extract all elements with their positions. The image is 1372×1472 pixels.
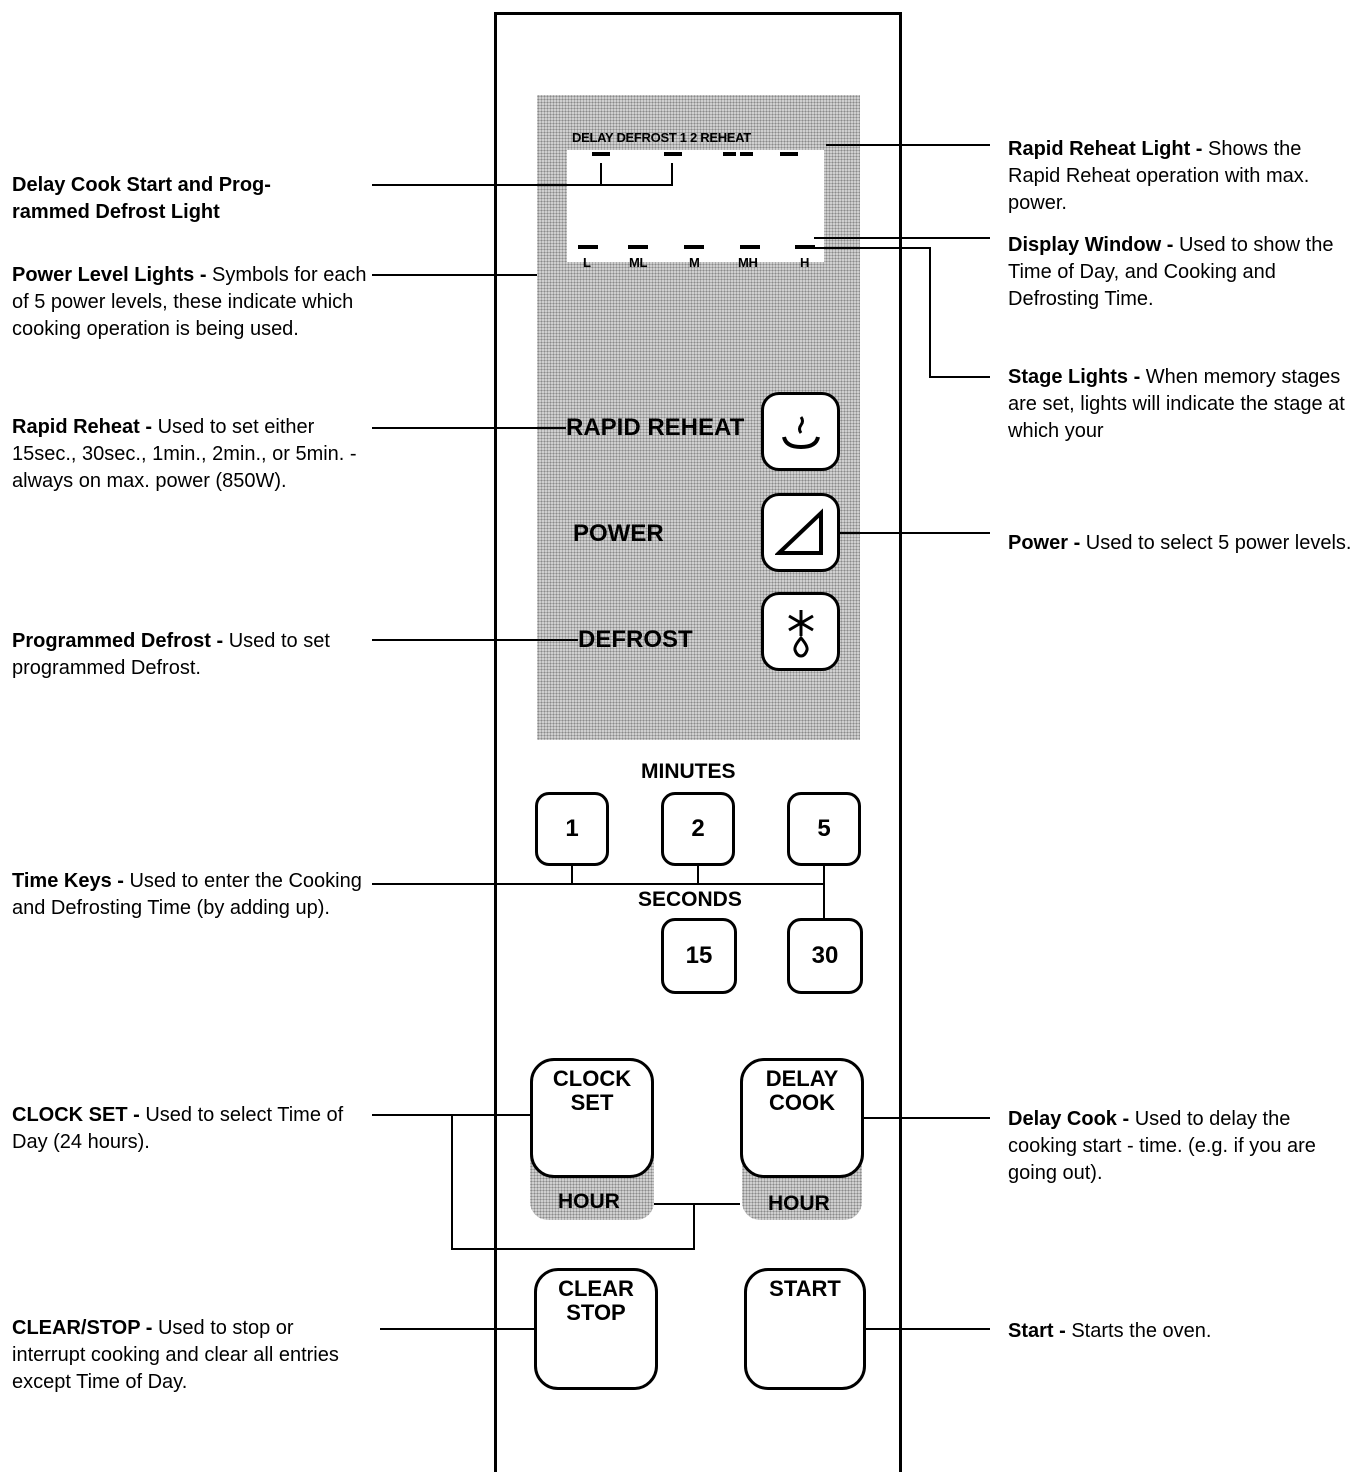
callout-title: Time Keys - (12, 870, 130, 892)
hour-label-left: HOUR (558, 1190, 620, 1213)
callout-text: Starts the oven. (1071, 1320, 1212, 1342)
minute-key-2[interactable]: 2 (661, 792, 735, 866)
display-window (567, 150, 824, 262)
minutes-label: MINUTES (641, 760, 736, 783)
callout-text: When memory stages are set, lights will … (1008, 366, 1345, 442)
power-level-mh: MH (738, 255, 758, 270)
lamp-stage-1 (723, 152, 736, 156)
callout-clock-set: CLOCK SET - Used to select Time of Day (… (12, 1102, 372, 1156)
callout-delay-cook: Delay Cook - Used to delay the cooking s… (1008, 1106, 1358, 1187)
callout-title: Power - (1008, 532, 1086, 554)
callout-stage-lights: Stage Lights - When memory stages are se… (1008, 364, 1358, 445)
second-key-30[interactable]: 30 (787, 918, 863, 994)
clock-set-line-2: SET (570, 1090, 614, 1115)
delay-cook-line-1: DELAY (765, 1066, 839, 1091)
power-level-ml: ML (629, 255, 648, 270)
start-label: START (769, 1276, 841, 1301)
callout-title: CLEAR/STOP - (12, 1317, 158, 1339)
rapid-reheat-label: RAPID REHEAT (566, 414, 745, 441)
callout-clear-stop: CLEAR/STOP - Used to stop or interrupt c… (12, 1315, 372, 1396)
minute-key-1[interactable]: 1 (535, 792, 609, 866)
callout-text: Used to set either 15sec., 30sec., 1min.… (12, 416, 357, 492)
lamp-power-ml (628, 245, 648, 249)
lamp-stage-2 (740, 152, 753, 156)
callout-title: Power Level Lights - (12, 264, 213, 286)
clock-set-button[interactable]: CLOCK SET (530, 1058, 654, 1178)
delay-cook-line-2: COOK (769, 1090, 835, 1115)
hour-label-right: HOUR (768, 1192, 830, 1215)
callout-text: Used to stop or interrupt cooking and cl… (12, 1317, 339, 1393)
callout-power-level-lights: Power Level Lights - Symbols for each of… (12, 262, 367, 343)
lamp-power-m (684, 245, 704, 249)
clock-set-line-1: CLOCK (552, 1066, 632, 1091)
delay-cook-button[interactable]: DELAY COOK (740, 1058, 864, 1178)
callout-delay-cook-light-line1: Delay Cook Start and Prog- (12, 174, 271, 196)
clear-stop-line-1: CLEAR (558, 1276, 634, 1301)
callout-text: Used to show the Time of Day, and Cookin… (1008, 234, 1334, 310)
second-key-15[interactable]: 15 (661, 918, 737, 994)
power-button[interactable] (761, 493, 840, 572)
callout-rapid-reheat: Rapid Reheat - Used to set either 15sec.… (12, 414, 367, 495)
power-level-l: L (583, 255, 591, 270)
callout-text: Used to enter the Cooking and Defrosting… (12, 870, 362, 919)
power-level-m: M (689, 255, 700, 270)
callout-start: Start - Starts the oven. (1008, 1318, 1358, 1345)
callout-text: Used to select Time of Day (24 hours). (12, 1104, 344, 1153)
callout-title: Programmed Defrost - (12, 630, 229, 652)
clear-stop-button[interactable]: CLEAR STOP (534, 1268, 658, 1390)
lamp-power-l (578, 245, 598, 249)
snowflake-drop-icon (787, 609, 814, 658)
lamp-reheat (780, 152, 798, 156)
lamp-power-h (795, 245, 815, 249)
power-level-h: H (800, 255, 810, 270)
callout-power: Power - Used to select 5 power levels. (1008, 530, 1358, 557)
callout-rapid-reheat-light: Rapid Reheat Light - Shows the Rapid Reh… (1008, 136, 1358, 217)
callout-text: Shows the Rapid Reheat operation with ma… (1008, 138, 1310, 214)
callout-title: Delay Cook - (1008, 1108, 1135, 1130)
callout-text: Symbols for each of 5 power levels, thes… (12, 264, 367, 340)
callout-title: Start - (1008, 1320, 1072, 1342)
reheat-icon (781, 415, 820, 449)
callout-title: Display Window - (1008, 234, 1179, 256)
lamp-delay (592, 152, 610, 156)
power-label: POWER (573, 520, 664, 547)
start-button[interactable]: START (744, 1268, 866, 1390)
minute-key-5[interactable]: 5 (787, 792, 861, 866)
control-panel (494, 12, 902, 1472)
callout-delay-cook-light-line2: rammed Defrost Light (12, 201, 220, 223)
callout-text: Used to delay the cooking start - time. … (1008, 1108, 1316, 1184)
clear-stop-line-2: STOP (566, 1300, 626, 1325)
callout-text: Used to select 5 power levels. (1085, 532, 1352, 554)
callout-title: Stage Lights - (1008, 366, 1146, 388)
rapid-reheat-button[interactable] (761, 392, 840, 471)
callout-display-window: Display Window - Used to show the Time o… (1008, 232, 1358, 313)
callout-programmed-defrost: Programmed Defrost - Used to set program… (12, 628, 367, 682)
lamp-defrost (664, 152, 682, 156)
lamp-power-mh (740, 245, 760, 249)
defrost-button[interactable] (761, 592, 840, 671)
callout-title: Rapid Reheat - (12, 416, 158, 438)
indicator-label-top: DELAY DEFROST 1 2 REHEAT (572, 130, 751, 145)
callout-title: CLOCK SET - (12, 1104, 146, 1126)
seconds-label: SECONDS (638, 888, 742, 911)
defrost-label: DEFROST (578, 626, 693, 653)
callout-text: Used to set programmed Defrost. (12, 630, 330, 679)
power-triangle-icon (774, 507, 823, 555)
callout-time-keys: Time Keys - Used to enter the Cooking an… (12, 868, 372, 922)
callout-delay-cook-light: Delay Cook Start and Prog- rammed Defros… (12, 172, 372, 226)
callout-title: Rapid Reheat Light - (1008, 138, 1208, 160)
